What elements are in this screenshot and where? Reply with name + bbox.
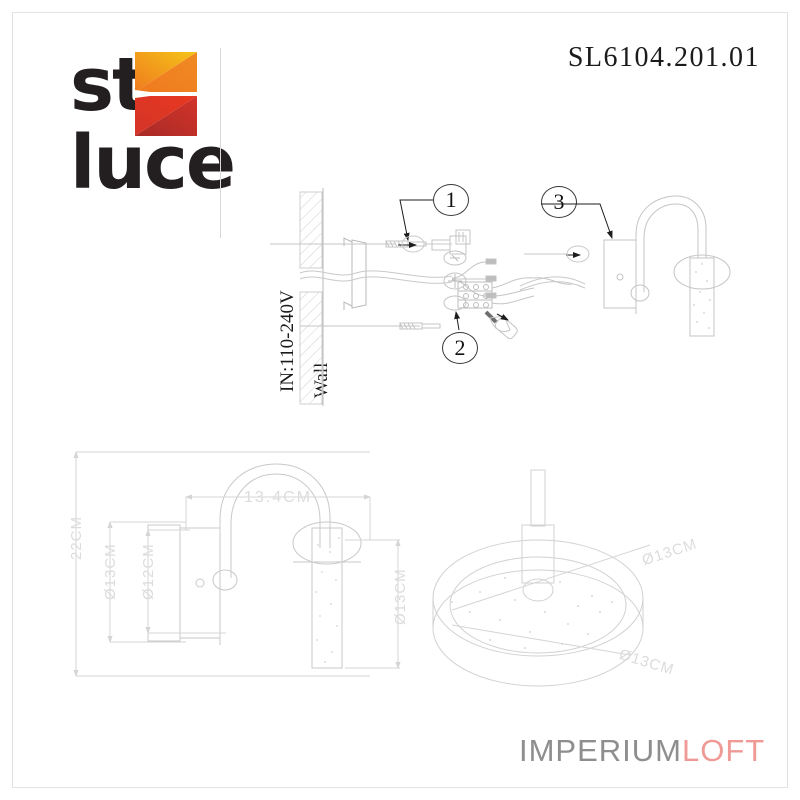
dimension-projection: 13.4CM — [244, 489, 313, 506]
brand-mark-icon — [135, 52, 197, 136]
callout-3: 3 — [541, 186, 577, 218]
callout-1: 1 — [433, 184, 469, 216]
dimension-topview-1: Ø13CM — [640, 535, 700, 570]
callout-2: 2 — [442, 332, 478, 364]
dimension-shade-diameter: Ø13CM — [392, 568, 409, 625]
footer-watermark: IMPERIUMLOFT — [519, 733, 765, 769]
watermark-loft: LOFT — [682, 733, 766, 768]
header-divider — [220, 48, 221, 238]
product-code: SL6104.201.01 — [567, 42, 760, 73]
dimension-topview-2: Ø13CM — [617, 646, 677, 679]
brand-logo: st luce — [70, 42, 236, 218]
dimension-backplate-height: Ø13CM — [102, 543, 119, 600]
dimension-backplate-width: Ø12CM — [140, 543, 157, 600]
watermark-imperium: IMPERIUM — [519, 733, 682, 768]
wall-label: Wall — [311, 362, 332, 398]
dimension-height: 22CM — [68, 515, 85, 560]
brand-name-line1: st — [70, 42, 147, 128]
brand-name-line2: luce — [70, 120, 236, 206]
voltage-label: IN:110-240V — [277, 290, 298, 392]
